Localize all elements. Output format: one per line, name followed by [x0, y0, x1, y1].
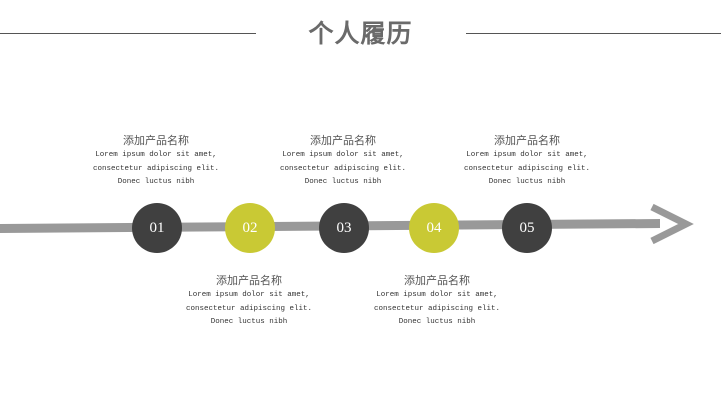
step-line: consectetur adipiscing elit. — [92, 164, 220, 173]
step-line: consectetur adipiscing elit. — [279, 164, 407, 173]
step-line: Lorem ipsum dolor sit amet, — [376, 291, 498, 299]
step-line: Donec luctus nibh — [398, 318, 476, 327]
step-line: Lorem ipsum dolor sit amet, — [95, 151, 217, 159]
step-number: 05 — [519, 220, 535, 236]
step-number: 03 — [336, 220, 352, 236]
step-heading: 添加产品名称 — [404, 274, 470, 287]
step-line: Donec luctus nibh — [304, 178, 382, 187]
title-rule-right — [466, 33, 721, 34]
step-line: Lorem ipsum dolor sit amet, — [188, 291, 310, 299]
step-number: 01 — [149, 220, 165, 236]
step-heading: 添加产品名称 — [123, 134, 189, 147]
step-text-5: 添加产品名称 Lorem ipsum dolor sit amet, conse… — [437, 133, 617, 190]
page-title: 个人履历 — [308, 19, 413, 48]
step-circle-4 — [409, 203, 459, 253]
step-line: Lorem ipsum dolor sit amet, — [282, 151, 404, 159]
step-line: consectetur adipiscing elit. — [373, 304, 501, 313]
step-heading: 添加产品名称 — [494, 134, 560, 147]
step-text-1: 添加产品名称 Lorem ipsum dolor sit amet, conse… — [66, 133, 246, 190]
step-heading: 添加产品名称 — [216, 274, 282, 287]
step-number: 04 — [426, 220, 442, 236]
step-line: Donec luctus nibh — [488, 178, 566, 187]
step-circle-1 — [132, 203, 182, 253]
step-circle-2 — [225, 203, 275, 253]
step-line: consectetur adipiscing elit. — [185, 304, 313, 313]
step-line: Donec luctus nibh — [210, 318, 288, 327]
step-line: consectetur adipiscing elit. — [463, 164, 591, 173]
arrow-head-icon — [650, 203, 694, 245]
step-text-3: 添加产品名称 Lorem ipsum dolor sit amet, conse… — [253, 133, 433, 190]
title-rule-left — [0, 33, 256, 34]
step-number: 02 — [242, 220, 258, 236]
step-heading: 添加产品名称 — [310, 134, 376, 147]
step-text-4: 添加产品名称 Lorem ipsum dolor sit amet, conse… — [347, 273, 527, 330]
step-circle-5 — [502, 203, 552, 253]
step-text-2: 添加产品名称 Lorem ipsum dolor sit amet, conse… — [159, 273, 339, 330]
step-circle-3 — [319, 203, 369, 253]
step-line: Donec luctus nibh — [117, 178, 195, 187]
step-line: Lorem ipsum dolor sit amet, — [466, 151, 588, 159]
